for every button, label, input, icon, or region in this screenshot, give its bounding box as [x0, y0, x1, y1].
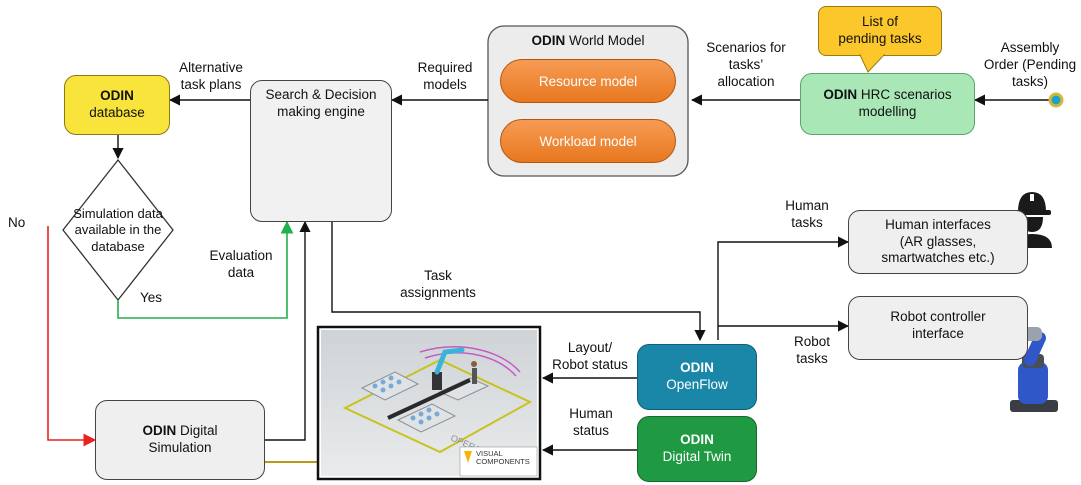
label-human-tasks-line2: tasks: [791, 214, 823, 230]
pending-tasks-line2: pending tasks: [838, 31, 922, 46]
resource-model-label: Resource model: [538, 73, 638, 89]
decision-line3: database: [91, 238, 145, 254]
label-assembly-order: Assembly Order (Pending tasks): [980, 40, 1080, 91]
label-evaluation-data: Evaluation data: [196, 248, 286, 282]
label-alternative-task-plans: Alternative task plans: [170, 60, 252, 94]
arrow-openflow-to-human: [717, 236, 850, 340]
label-human-status-line2: status: [572, 422, 610, 438]
logo-line1: VISUAL: [476, 449, 503, 458]
pending-tasks-callout: List of pending tasks: [818, 6, 942, 56]
odin-database-title: ODIN: [100, 88, 134, 104]
label-scenarios-allocation: Scenarios for tasks’ allocation: [700, 40, 792, 91]
visual-components-logo: VISUAL COMPONENTS: [476, 450, 536, 466]
digital-simulation-line1: ODIN Digital: [142, 423, 217, 440]
label-human-status: Human status: [556, 406, 626, 440]
human-interfaces-line3: smartwatches etc.): [881, 250, 995, 266]
callout-pointer-icon: [859, 54, 886, 73]
label-alternative-line1: Alternative: [179, 60, 243, 75]
digital-simulation-bold: ODIN: [142, 423, 177, 439]
openflow-subtitle: OpenFlow: [666, 377, 728, 392]
world-model-title: ODIN World Model: [488, 33, 688, 50]
label-alternative-line2: task plans: [180, 76, 242, 92]
label-scenarios-line2: tasks’: [728, 56, 764, 72]
decision-text: Simulation data available in the databas…: [63, 206, 173, 255]
arrow-engine-to-openflow: [331, 222, 706, 342]
label-required-line2: models: [423, 76, 467, 92]
label-scenarios-line3: allocation: [717, 73, 775, 89]
label-robot-tasks-line1: Robot: [793, 334, 831, 349]
simulation-scene: OPERATION 1: [316, 325, 542, 481]
digital-twin-node: ODIN Digital Twin: [637, 416, 757, 482]
label-assembly-line1: Assembly: [1000, 40, 1060, 55]
assembly-order-endpoint: [1048, 92, 1064, 108]
label-task-line2: assignments: [400, 284, 476, 300]
label-task-assignments: Task assignments: [386, 268, 490, 302]
openflow-node: ODIN OpenFlow: [637, 344, 757, 410]
label-assembly-line3: tasks): [1011, 73, 1048, 89]
label-human-tasks: Human tasks: [775, 198, 839, 232]
label-robot-tasks-line2: tasks: [796, 350, 828, 366]
search-engine-line2: making engine: [277, 103, 365, 119]
workload-model-pill: Workload model: [500, 119, 676, 163]
digital-twin-title: ODIN: [680, 432, 714, 448]
label-yes: Yes: [140, 290, 163, 305]
world-model-title-rest: World Model: [565, 33, 645, 48]
label-layout-line2: Robot status: [552, 356, 628, 372]
human-interfaces-line1: Human interfaces: [885, 216, 991, 232]
label-layout-line1: Layout/: [567, 340, 613, 355]
human-interfaces-line2: (AR glasses,: [899, 233, 977, 249]
world-model-title-bold: ODIN: [531, 33, 566, 48]
odin-database-node: ODIN database: [64, 75, 170, 135]
label-evaluation-line1: Evaluation: [209, 248, 273, 263]
digital-simulation-line2: Simulation: [148, 440, 212, 455]
label-no: No: [8, 215, 26, 230]
label-assembly-line2: Order (Pending: [983, 56, 1077, 72]
openflow-title: ODIN: [680, 360, 714, 376]
search-engine-line1: Search & Decision: [265, 87, 377, 102]
label-task-line1: Task: [424, 268, 452, 283]
label-scenarios-line1: Scenarios for: [706, 40, 786, 55]
robot-controller-line1: Robot controller: [890, 309, 986, 324]
label-required-models: Required models: [410, 60, 480, 94]
hrc-modelling-rest: HRC scenarios: [857, 87, 952, 103]
digital-simulation-node: ODIN Digital Simulation: [95, 400, 265, 480]
decision-line2: available in the: [74, 222, 162, 238]
logo-line2: COMPONENTS: [476, 456, 530, 466]
label-evaluation-line2: data: [227, 264, 255, 280]
pending-tasks-line1: List of: [861, 14, 899, 30]
robot-controller-node: Robot controller interface: [848, 296, 1028, 360]
label-robot-tasks: Robot tasks: [780, 334, 844, 368]
hrc-modelling-line1: ODIN HRC scenarios: [823, 87, 951, 104]
search-engine-node: Search & Decision making engine: [250, 80, 392, 222]
label-layout-robot-status: Layout/ Robot status: [544, 340, 636, 374]
hrc-modelling-bold: ODIN: [823, 87, 858, 103]
digital-twin-subtitle: Digital Twin: [662, 449, 732, 464]
hrc-modelling-line2: modelling: [858, 104, 917, 119]
decision-line1: Simulation data: [73, 206, 163, 221]
robot-controller-line2: interface: [912, 325, 964, 341]
label-required-line1: Required: [417, 60, 473, 75]
odin-database-subtitle: database: [89, 105, 145, 120]
arrow-yes-to-engine: [117, 220, 294, 319]
resource-model-pill: Resource model: [500, 59, 676, 103]
arrow-no-to-simulation: [47, 226, 97, 447]
label-human-tasks-line1: Human: [785, 198, 829, 213]
human-interfaces-node: Human interfaces (AR glasses, smartwatch…: [848, 210, 1028, 274]
arrow-simulation-to-engine: [265, 220, 311, 441]
digital-simulation-rest: Digital: [176, 423, 218, 439]
hrc-modelling-node: ODIN HRC scenarios modelling: [800, 73, 975, 135]
label-human-status-line1: Human: [569, 406, 613, 421]
workload-model-label: Workload model: [539, 133, 637, 149]
